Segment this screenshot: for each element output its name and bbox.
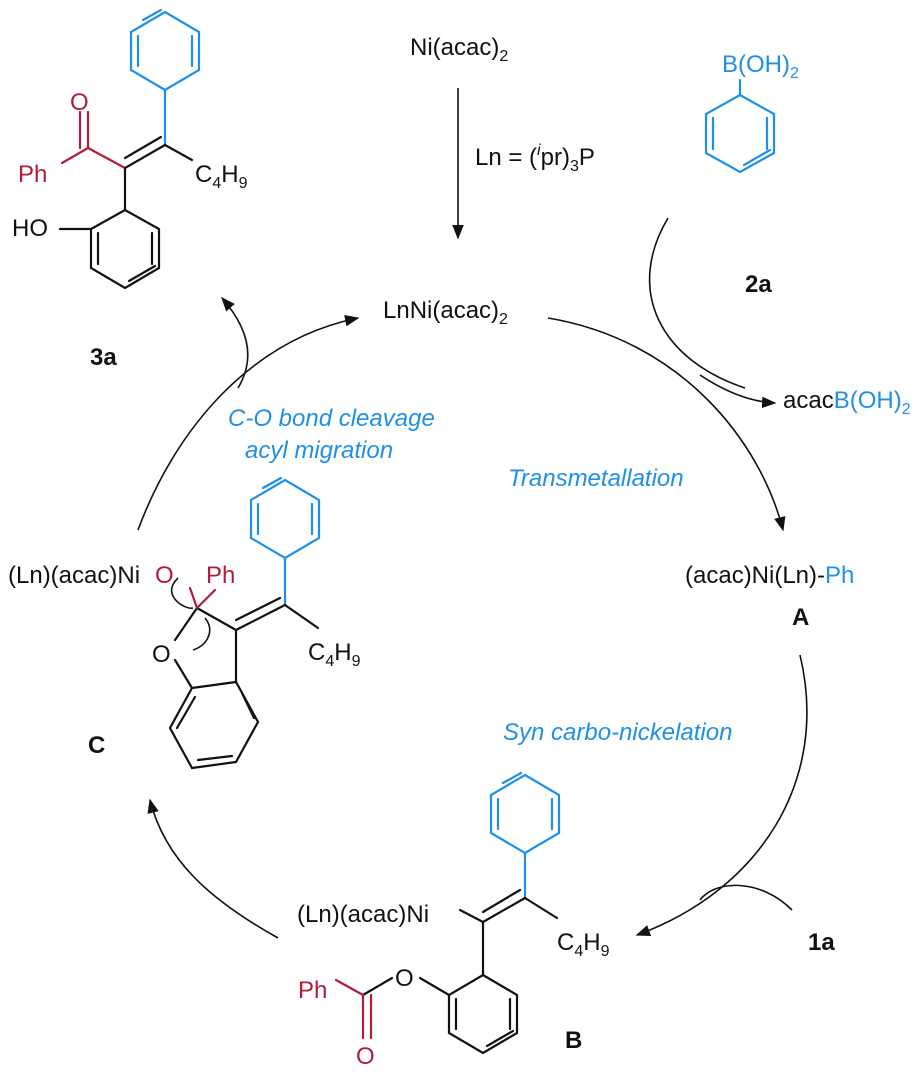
transmetallation-label: Transmetallation bbox=[508, 465, 684, 492]
carbonickelation-label: Syn carbo-nickelation bbox=[503, 719, 732, 746]
intermediate-a-id: A bbox=[792, 604, 809, 631]
ligand-note: Ln = (ipr)3P bbox=[475, 142, 595, 175]
byproduct-label: acacB(OH)2 bbox=[783, 387, 911, 418]
boronic-acid-entry-arrow bbox=[648, 217, 746, 389]
intermediate-b-nickel-label: (Ln)(acac)Ni bbox=[297, 901, 429, 928]
ni-acac2-label: Ni(acac)2 bbox=[410, 34, 508, 65]
intermediate-b-chain-label: C4H9 bbox=[557, 929, 610, 960]
intermediate-c-phenyl-label: Ph bbox=[206, 562, 235, 589]
intermediate-b-acyl-phenyl: Ph bbox=[298, 977, 327, 1004]
cleavage-label-line1: C-O bond cleavage bbox=[228, 405, 435, 432]
alkyne-1a-id: 1a bbox=[808, 929, 835, 956]
intermediate-c-ring-oxygen: O bbox=[152, 641, 171, 668]
intermediate-b-carbonyl-oxygen: O bbox=[356, 1043, 375, 1070]
electron-push-arrow-1 bbox=[170, 577, 194, 609]
boronic-acid-label: B(OH)2 bbox=[722, 51, 799, 82]
phenylboronic-acid-structure bbox=[704, 78, 776, 174]
cleavage-label-line2: acyl migration bbox=[245, 437, 393, 464]
electron-push-arrow-2 bbox=[192, 617, 211, 651]
intermediate-c-structure bbox=[168, 476, 321, 770]
intermediate-c-nickel-label: (Ln)(acac)Ni bbox=[8, 562, 140, 589]
catalyst-label: LnNi(acac)2 bbox=[383, 297, 508, 328]
product-release-arrow bbox=[221, 296, 249, 389]
cyclization-arrow bbox=[147, 798, 279, 939]
intermediate-b-ester-oxygen: O bbox=[395, 965, 414, 992]
intermediate-b-structure bbox=[334, 771, 561, 1055]
compound-2a-id: 2a bbox=[745, 271, 772, 298]
intermediate-c-id: C bbox=[88, 732, 105, 759]
catalyst-regeneration-arrow bbox=[137, 314, 360, 531]
product-3a-structure bbox=[58, 8, 201, 290]
alkyne-entry-arrow bbox=[699, 884, 793, 911]
intermediate-b-id: B bbox=[565, 1027, 582, 1054]
byproduct-release-arrow bbox=[699, 374, 777, 409]
intermediate-c-chain-label: C4H9 bbox=[308, 639, 361, 670]
carbonickelation-arrow bbox=[635, 654, 808, 936]
product-3a-id: 3a bbox=[90, 344, 117, 371]
transmetallation-arrow bbox=[547, 317, 786, 532]
intermediate-c-oxygen: O bbox=[155, 562, 174, 589]
intermediate-a-label: (acac)Ni(Ln)-Ph bbox=[685, 562, 854, 589]
product-3a-phenyl-label: Ph bbox=[18, 161, 47, 188]
product-3a-chain-label: C4H9 bbox=[195, 161, 248, 192]
product-3a-hydroxyl-label: HO bbox=[12, 215, 48, 242]
product-3a-carbonyl-oxygen: O bbox=[70, 89, 89, 116]
